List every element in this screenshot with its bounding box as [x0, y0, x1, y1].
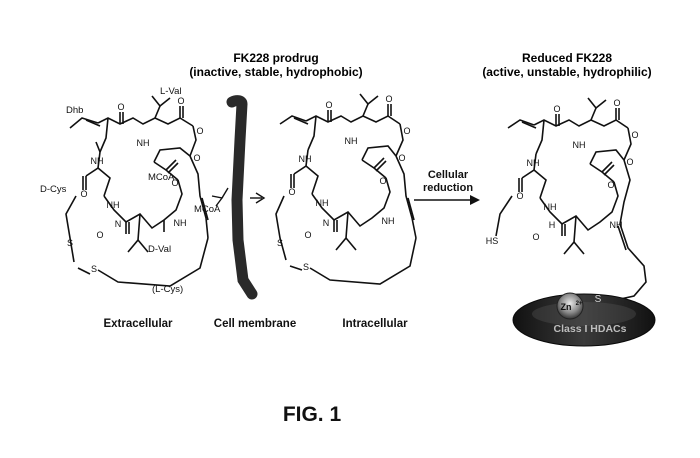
arrow-label-line2: reduction	[423, 182, 473, 194]
atom-nh: NH	[527, 158, 540, 168]
atom-o: O	[626, 157, 633, 167]
atom-s: S	[91, 264, 97, 274]
residue-dval-label: D-Val	[148, 244, 171, 255]
atom-o: O	[325, 100, 332, 110]
atom-o: O	[177, 96, 184, 106]
atom-nh: NH	[345, 136, 358, 146]
atom-o: O	[385, 94, 392, 104]
molecule-extracellular-atoms: O O NH O O NH O NH O N NH O S S	[67, 96, 204, 274]
zinc-label: Zn	[561, 302, 572, 312]
label-cell-membrane: Cell membrane	[214, 318, 296, 330]
atom-s: S	[303, 262, 309, 272]
atom-h: H	[549, 220, 556, 230]
atom-o: O	[613, 98, 620, 108]
atom-n: N	[323, 218, 330, 228]
atom-o: O	[196, 126, 203, 136]
atom-o: O	[403, 126, 410, 136]
residue-mcoa-label: MCoA	[148, 172, 175, 183]
hdac-enzyme: Zn 2+ S Class I HDACs	[513, 293, 655, 346]
label-extracellular: Extracellular	[103, 318, 173, 330]
atom-nh: NH	[174, 218, 187, 228]
residue-labels: Dhb L-Val D-Cys MCoA MCoA D-Val (L-Cys)	[40, 86, 221, 295]
atom-o: O	[516, 191, 523, 201]
atom-o: O	[304, 230, 311, 240]
atom-o: O	[398, 153, 405, 163]
residue-lcys-label: (L-Cys)	[152, 284, 183, 295]
atom-o: O	[117, 102, 124, 112]
atom-o: O	[607, 180, 614, 190]
cell-membrane	[212, 101, 264, 294]
atom-hs: HS	[486, 236, 499, 246]
atom-nh: NH	[91, 156, 104, 166]
residue-dcys-label: D-Cys	[40, 184, 67, 195]
atom-nh: NH	[573, 140, 586, 150]
atom-nh: NH	[544, 202, 557, 212]
figure-caption: FIG. 1	[283, 403, 342, 426]
enzyme-label: Class I HDACs	[554, 323, 627, 335]
atom-nh: NH	[137, 138, 150, 148]
reduced-subtitle: (active, unstable, hydrophilic)	[482, 65, 651, 79]
atom-s: S	[67, 238, 73, 248]
atom-o: O	[80, 189, 87, 199]
atom-o: O	[553, 104, 560, 114]
atom-o: O	[96, 230, 103, 240]
enzyme-sulfur: S	[595, 294, 602, 305]
atom-nh: NH	[107, 200, 120, 210]
molecule-intracellular-atoms: O O NH O O NH O NH O N NH O S S	[277, 94, 411, 272]
atom-o: O	[193, 153, 200, 163]
zinc-charge: 2+	[576, 301, 583, 307]
arrow-label-line1: Cellular	[428, 169, 469, 181]
atom-o: O	[532, 232, 539, 242]
residue-lval-label: L-Val	[160, 86, 181, 97]
reduced-title: Reduced FK228	[522, 51, 612, 65]
prodrug-title: FK228 prodrug	[233, 51, 318, 65]
atom-nh: NH	[299, 154, 312, 164]
atom-o: O	[379, 176, 386, 186]
atom-nh: NH	[382, 216, 395, 226]
atom-nh: NH	[316, 198, 329, 208]
atom-s: S	[277, 238, 283, 248]
atom-o: O	[631, 130, 638, 140]
prodrug-subtitle: (inactive, stable, hydrophobic)	[189, 65, 362, 79]
reduction-arrow: Cellular reduction	[414, 169, 480, 205]
molecule-intracellular	[276, 94, 416, 284]
atom-o: O	[288, 187, 295, 197]
label-intracellular: Intracellular	[342, 318, 408, 330]
residue-dhb-label: Dhb	[66, 105, 83, 116]
atom-nh: NH	[610, 220, 623, 230]
atom-n: N	[115, 219, 122, 229]
